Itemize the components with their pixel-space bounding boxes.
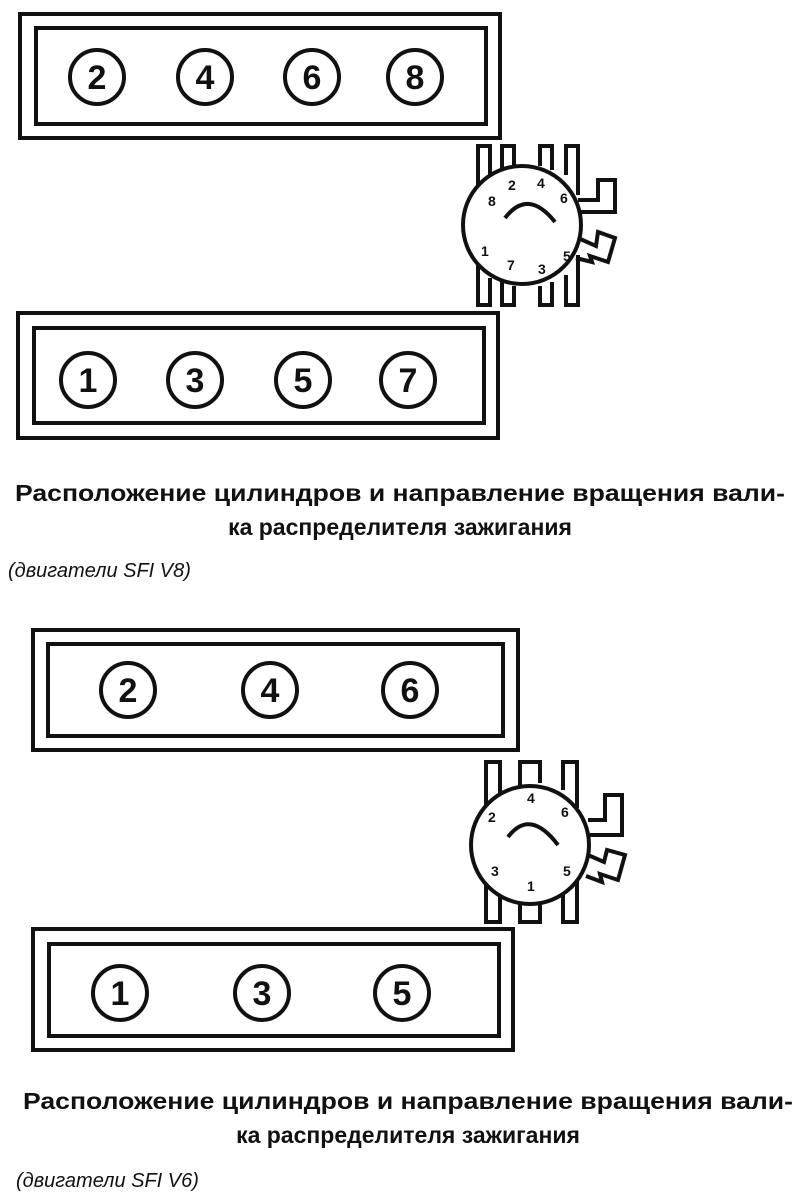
v6-caption-line1: Расположение цилиндров и направление вра… [23,1088,793,1114]
distributor-label: 6 [560,190,568,206]
cylinder-label: 2 [119,672,138,710]
distributor-label: 6 [561,804,569,820]
v8-caption-line1: Расположение цилиндров и направление вра… [15,480,785,506]
v6-distributor: 2 4 6 5 1 3 [469,760,628,924]
cylinder-label: 6 [303,59,322,97]
v8-subtitle: (двигатели SFI V8) [8,560,191,582]
cylinder-label: 3 [253,975,272,1013]
cylinder-3 [166,351,224,409]
v6-bank-bottom: 1 3 5 [31,927,515,1052]
v8-diagram: 2 4 6 8 8 2 4 6 5 3 7 1 [8,12,785,582]
cylinder-label: 2 [88,59,107,97]
cylinder-1 [59,351,117,409]
v6-diagram: 2 4 6 2 4 6 5 1 3 1 3 5 Расп [16,628,793,1192]
distributor-label: 8 [488,193,496,209]
distributor-label: 5 [563,863,571,879]
distributor-label: 3 [491,863,499,879]
distributor-label: 3 [538,261,546,277]
cylinder-label: 1 [79,362,98,400]
cylinder-label: 5 [294,362,313,400]
v8-caption-line2: ка распределителя зажигания [228,514,572,540]
cylinder-label: 8 [406,59,425,97]
distributor-label: 1 [481,243,489,259]
cylinder-label: 4 [261,672,280,710]
distributor-label: 1 [527,878,535,894]
v6-subtitle: (двигатели SFI V6) [16,1170,199,1192]
v8-distributor: 8 2 4 6 5 3 7 1 [461,144,618,307]
cylinder-1 [91,964,149,1022]
v6-caption-line2: ка распределителя зажигания [236,1122,580,1148]
cylinder-5 [373,964,431,1022]
cylinder-3 [233,964,291,1022]
cylinder-label: 7 [399,362,418,400]
cylinder-label: 6 [401,672,420,710]
v6-bank-top: 2 4 6 [31,628,520,752]
v8-bank-top: 2 4 6 8 [18,12,502,140]
cylinder-label: 1 [111,975,130,1013]
cylinder-6 [283,48,341,106]
cylinder-label: 5 [393,975,412,1013]
v8-bank-bottom: 1 3 5 7 [16,311,500,440]
cylinder-2 [99,661,157,719]
cylinder-label: 4 [196,59,215,97]
cylinder-5 [274,351,332,409]
cylinder-4 [176,48,234,106]
cylinder-6 [381,661,439,719]
distributor-label: 2 [508,177,516,193]
cylinder-7 [379,351,437,409]
distributor-label: 2 [488,809,496,825]
distributor-label: 5 [563,248,571,264]
distributor-label: 7 [507,257,515,273]
cylinder-2 [68,48,126,106]
cylinder-4 [241,661,299,719]
cylinder-label: 3 [186,362,205,400]
cylinder-8 [386,48,444,106]
distributor-label: 4 [537,175,545,191]
distributor-label: 4 [527,790,535,806]
